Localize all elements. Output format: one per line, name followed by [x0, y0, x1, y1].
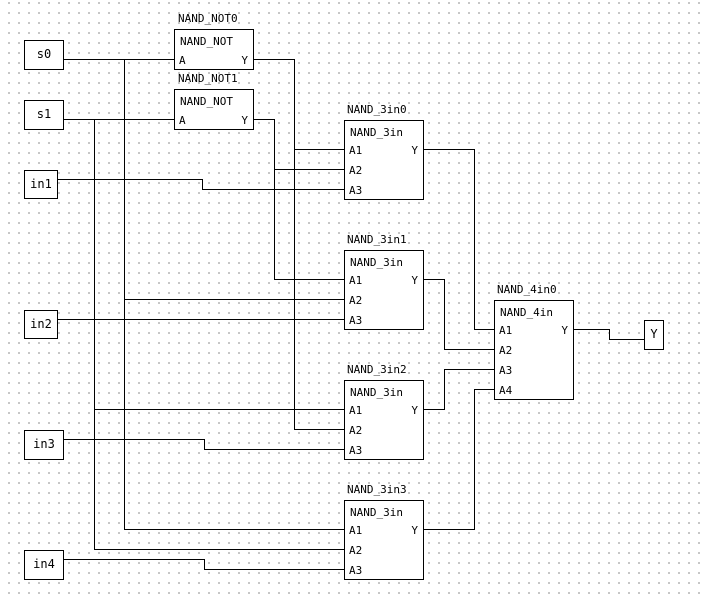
- pin-a1: A1: [349, 404, 363, 417]
- input-port-in2[interactable]: in2: [24, 310, 58, 339]
- gate-instance-name: NAND_4in0: [497, 283, 557, 296]
- gate-instance-name: NAND_3in3: [347, 483, 407, 496]
- input-port-in1[interactable]: in1: [24, 170, 58, 199]
- wire-in3: [64, 439, 344, 450]
- pin-a4: A4: [499, 384, 513, 397]
- pin-a3: A3: [499, 364, 513, 377]
- pin-y: Y: [561, 324, 568, 337]
- input-port-label: s1: [36, 107, 52, 121]
- gate-nand-not1[interactable]: NAND_NOT A Y: [174, 89, 254, 130]
- pin-a1: A1: [349, 524, 363, 537]
- pin-a3: A3: [349, 314, 363, 327]
- gate-type-label: NAND_NOT: [180, 95, 233, 108]
- pin-y: Y: [411, 404, 418, 417]
- input-port-in4[interactable]: in4: [24, 550, 64, 580]
- wire-not-s0: [254, 59, 344, 430]
- gate-type-label: NAND_4in: [500, 306, 553, 319]
- gate-nand-3in2[interactable]: NAND_3in A1 A2 A3 Y: [344, 380, 424, 460]
- pin-a1: A1: [349, 144, 363, 157]
- gate-nand-3in0[interactable]: NAND_3in A1 A2 A3 Y: [344, 120, 424, 200]
- pin-a2: A2: [349, 164, 363, 177]
- pin-a3: A3: [349, 444, 363, 457]
- wire-3in3-y: [424, 389, 494, 530]
- pin-y: Y: [411, 274, 418, 287]
- pin-a1: A1: [499, 324, 513, 337]
- input-port-label: in3: [33, 437, 55, 451]
- pin-a2: A2: [349, 544, 363, 557]
- gate-instance-name: NAND_3in2: [347, 363, 407, 376]
- input-port-label: in2: [30, 317, 52, 331]
- input-port-label: in1: [30, 177, 52, 191]
- wire-3in2-y: [424, 369, 494, 410]
- output-port-y[interactable]: Y: [644, 320, 664, 350]
- pin-a2: A2: [499, 344, 513, 357]
- pin-a: A: [179, 54, 186, 67]
- pin-y: Y: [241, 114, 248, 127]
- pin-a3: A3: [349, 184, 363, 197]
- pin-a2: A2: [349, 294, 363, 307]
- wire-not-s1: [254, 119, 344, 280]
- gate-nand-3in3[interactable]: NAND_3in A1 A2 A3 Y: [344, 500, 424, 580]
- pin-a1: A1: [349, 274, 363, 287]
- wire-3in0-y: [424, 149, 494, 330]
- gate-instance-name: NAND_3in0: [347, 103, 407, 116]
- gate-nand-not0[interactable]: NAND_NOT A Y: [174, 29, 254, 70]
- input-port-s1[interactable]: s1: [24, 100, 64, 130]
- wire-out-y: [574, 329, 644, 340]
- pin-y: Y: [411, 144, 418, 157]
- pin-y: Y: [241, 54, 248, 67]
- pin-y: Y: [411, 524, 418, 537]
- input-port-in3[interactable]: in3: [24, 430, 64, 460]
- pin-a2: A2: [349, 424, 363, 437]
- pin-a: A: [179, 114, 186, 127]
- wire-in1: [58, 179, 344, 190]
- gate-type-label: NAND_3in: [350, 506, 403, 519]
- pin-a3: A3: [349, 564, 363, 577]
- gate-nand-4in0[interactable]: NAND_4in A1 A2 A3 A4 Y: [494, 300, 574, 400]
- input-port-label: s0: [36, 47, 52, 61]
- input-port-s0[interactable]: s0: [24, 40, 64, 70]
- wire-in4: [64, 559, 344, 570]
- gate-type-label: NAND_3in: [350, 256, 403, 269]
- output-port-label: Y: [650, 327, 658, 341]
- gate-nand-3in1[interactable]: NAND_3in A1 A2 A3 Y: [344, 250, 424, 330]
- gate-instance-name: NAND_3in1: [347, 233, 407, 246]
- gate-instance-name: NAND_NOT0: [178, 12, 238, 25]
- gate-type-label: NAND_NOT: [180, 35, 233, 48]
- gate-instance-name: NAND_NOT1: [178, 72, 238, 85]
- gate-type-label: NAND_3in: [350, 126, 403, 139]
- input-port-label: in4: [33, 557, 55, 571]
- gate-type-label: NAND_3in: [350, 386, 403, 399]
- wire-3in1-y: [424, 279, 494, 350]
